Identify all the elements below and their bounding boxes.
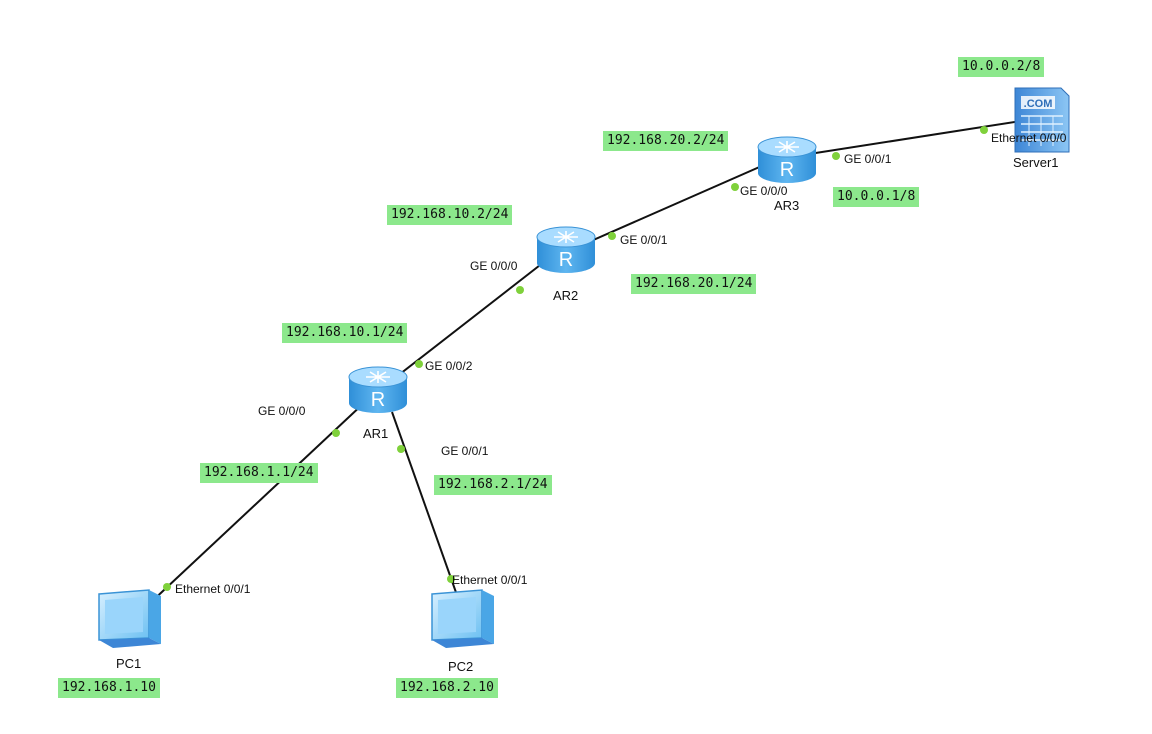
ip-label-ar2-ge001: 192.168.20.1/24 (631, 274, 757, 294)
router-ar2-icon[interactable]: R (536, 226, 596, 273)
port-dot-ar2-ge001 (608, 232, 616, 240)
server1-icon[interactable]: .COM (1014, 87, 1070, 153)
port-dot-ar1-ge001 (397, 445, 405, 453)
port-dot-ar3-ge001 (832, 152, 840, 160)
port-dot-ar1-ge000 (332, 429, 340, 437)
ip-label-ar2-ge000: 192.168.10.2/24 (387, 205, 513, 225)
port-label-pc1-eth: Ethernet 0/0/1 (175, 582, 251, 596)
device-label-pc1: PC1 (116, 656, 142, 671)
ip-label-ar1-ge002: 192.168.10.1/24 (282, 323, 408, 343)
pc2-icon[interactable] (431, 589, 494, 648)
link-ar1-ar2[interactable] (381, 254, 554, 389)
ip-label-ar1-ge000: 192.168.1.1/24 (200, 463, 318, 483)
port-dot-ar2-ge000 (516, 286, 524, 294)
link-ar1-pc1[interactable] (147, 401, 366, 606)
port-label-pc2-eth: Ethernet 0/0/1 (452, 573, 528, 587)
port-label-ar1-ge001: GE 0/0/1 (441, 444, 489, 458)
router-glyph: R (780, 159, 794, 181)
ip-label-ar3-ge000: 192.168.20.2/24 (603, 131, 729, 151)
port-label-ar2-ge000: GE 0/0/0 (470, 259, 518, 273)
port-dot-pc1 (163, 583, 171, 591)
ip-label-server1: 10.0.0.2/8 (958, 57, 1045, 77)
port-dot-server1 (980, 126, 988, 134)
port-dots (163, 126, 988, 591)
port-dot-pc2 (447, 575, 455, 583)
device-label-ar2: AR2 (553, 288, 579, 303)
ip-label-pc1: 192.168.1.10 (58, 678, 160, 698)
port-label-server1-eth: Ethernet 0/0/0 (991, 131, 1067, 145)
port-label-ar2-ge001: GE 0/0/1 (620, 233, 668, 247)
server-glyph: .COM (1024, 98, 1053, 110)
ip-label-ar1-ge001: 192.168.2.1/24 (434, 475, 552, 495)
port-label-ar3-ge000: GE 0/0/0 (740, 184, 788, 198)
port-label-ar3-ge001: GE 0/0/1 (844, 152, 892, 166)
router-ar3-icon[interactable]: R (757, 136, 817, 183)
router-glyph: R (371, 389, 385, 411)
link-ar1-pc2[interactable] (391, 411, 459, 599)
port-label-ar1-ge002: GE 0/0/2 (425, 359, 473, 373)
link-ar2-ar3[interactable] (565, 157, 781, 253)
port-dot-ar1-ge002 (415, 360, 423, 368)
router-ar1-icon[interactable]: R (348, 366, 408, 413)
link-ar3-server1[interactable] (789, 117, 1041, 158)
port-label-ar1-ge000: GE 0/0/0 (258, 404, 306, 418)
device-label-ar1: AR1 (363, 426, 389, 441)
device-label-ar3: AR3 (774, 198, 800, 213)
ip-label-ar3-ge001: 10.0.0.1/8 (833, 187, 920, 207)
router-glyph: R (559, 249, 573, 271)
device-label-server1: Server1 (1013, 155, 1059, 170)
port-dot-ar3-ge000 (731, 183, 739, 191)
ip-label-pc2: 192.168.2.10 (396, 678, 498, 698)
pc1-icon[interactable] (98, 589, 161, 648)
links (147, 117, 1041, 606)
device-label-pc2: PC2 (448, 659, 474, 674)
